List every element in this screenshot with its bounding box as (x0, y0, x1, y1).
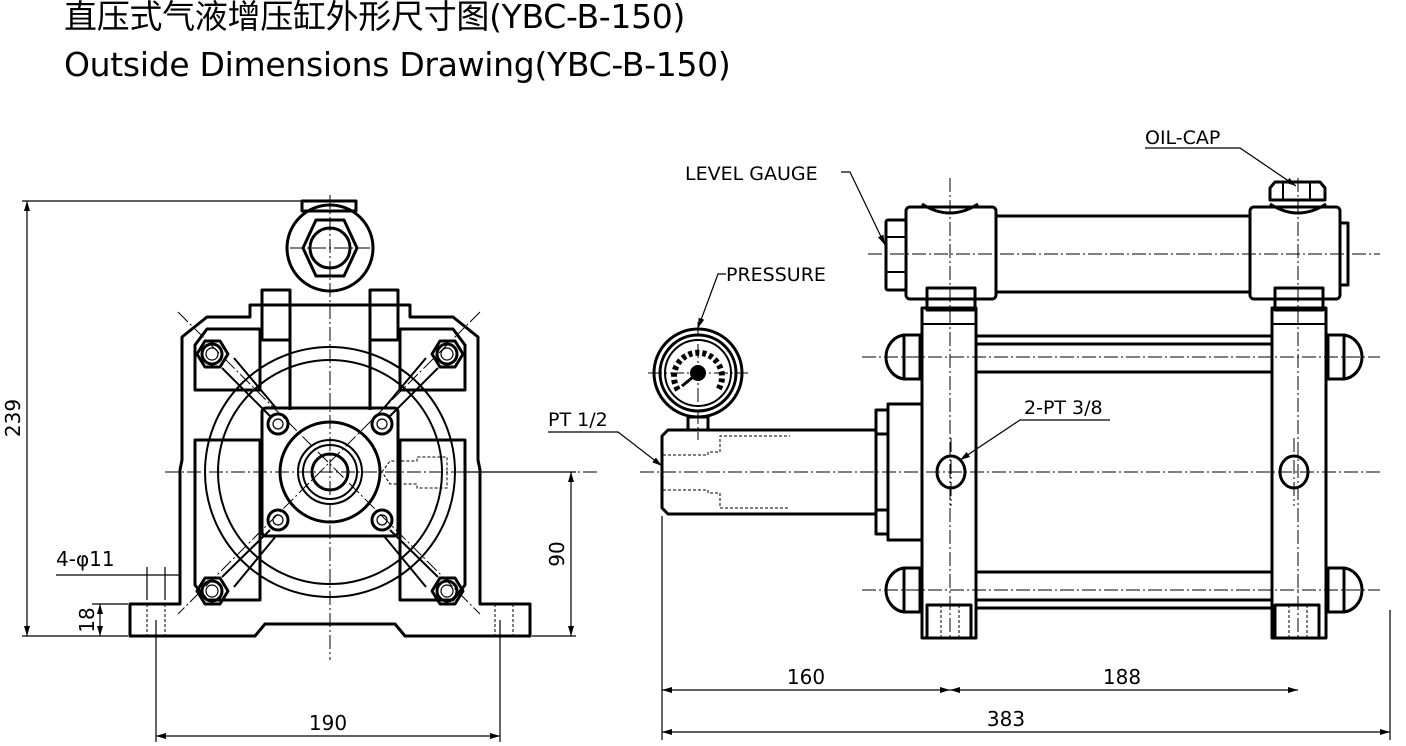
dim-base-thickness: 18 (75, 607, 99, 632)
oil-cap-front (285, 199, 375, 293)
dim-overall-height: 239 (1, 399, 25, 437)
dim-nose-to-mount: 160 (787, 665, 825, 689)
callout-oil-cap: OIL-CAP (1145, 127, 1220, 149)
end-plate (260, 406, 400, 538)
callout-air-ports: 2-PT 3/8 (1024, 397, 1103, 419)
plate-bolts (266, 412, 394, 532)
front-view: 239 18 4-φ11 90 190 (1, 195, 600, 742)
drawing-title-english: Outside Dimensions Drawing(YBC-B-150) (64, 45, 731, 84)
front-dimensions: 239 18 4-φ11 90 190 (1, 200, 576, 742)
dim-center-height: 90 (545, 541, 569, 566)
side-view: OIL-CAP LEVEL GAUGE PRESSURE PT 1/2 2-PT… (548, 127, 1391, 740)
callout-level-gauge: LEVEL GAUGE (685, 163, 818, 185)
diagonal-centerline (177, 311, 481, 615)
dim-overall-length: 383 (987, 707, 1025, 731)
tie-rod-nuts (195, 339, 465, 606)
diagonal-centerline (177, 311, 481, 615)
base-plate (128, 303, 532, 638)
side-dimensions: 160 188 383 (661, 516, 1391, 740)
drawing-title-chinese: 直压式气液增压缸外形尺寸图(YBC-B-150) (64, 0, 686, 36)
oil-cap (1268, 180, 1327, 202)
dim-mounting-span: 190 (309, 711, 347, 735)
callouts: OIL-CAP LEVEL GAUGE PRESSURE PT 1/2 2-PT… (548, 127, 1297, 467)
dim-mounting-hole: 4-φ11 (56, 547, 115, 571)
output-body (660, 402, 924, 542)
dim-mount-spacing: 188 (1103, 665, 1141, 689)
callout-outlet-port: PT 1/2 (548, 409, 608, 431)
pressure-gauge (648, 322, 748, 440)
callout-pressure: PRESSURE (726, 264, 826, 286)
oil-reservoir (868, 178, 1380, 640)
cylinder-body (640, 286, 1380, 640)
